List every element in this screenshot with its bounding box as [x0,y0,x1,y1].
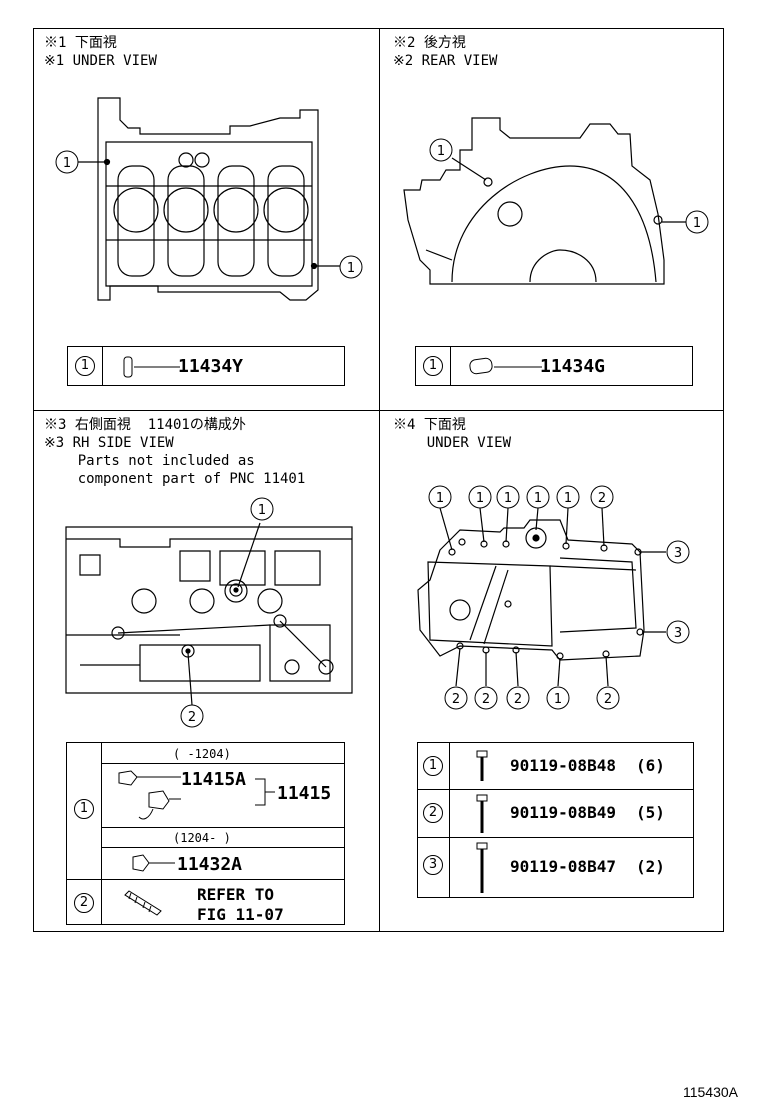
panel3-parts-table: 1 ( -1204) 11415A 11415 (1204- ) 11432A … [66,742,345,925]
dowel-pin-icon [123,356,180,378]
panel4-title-en: UNDER VIEW [393,435,512,451]
ref-number: 1 [423,756,443,776]
svg-text:2: 2 [598,491,606,506]
panel3-title-jp: ※3 右側面視 11401の構成外 [44,417,246,433]
panel1-title-jp: ※1 下面視 [44,35,117,51]
stud-bolt-icon [124,890,162,916]
oil-pressure-sender-icon [132,854,175,872]
quantity: (2) [636,857,665,876]
svg-text:1: 1 [564,491,572,506]
part-number: 11415A [181,769,247,790]
svg-text:3: 3 [674,546,682,561]
oil-pressure-switch-icon [118,770,181,820]
panel3-note-line1: Parts not included as [44,453,255,469]
panel-divider-horizontal [33,410,724,411]
part-number: 90119-08B48 [510,756,616,775]
svg-text:1: 1 [534,491,542,506]
svg-text:3: 3 [674,626,682,641]
panel3-title-en: ※3 RH SIDE VIEW [44,435,174,451]
figure-code: 115430A [682,1084,738,1100]
panel2-rear-view-drawing: 1 1 [403,117,709,285]
svg-text:1: 1 [554,692,562,707]
panel4-under-view-drawing: 1 1 1 1 1 2 3 3 2 2 2 1 2 [417,485,690,710]
ref-number: 1 [423,356,443,376]
svg-text:2: 2 [482,692,490,707]
svg-text:1: 1 [258,503,266,518]
panel4-title-jp: ※4 下面視 [393,417,466,433]
ref-number: 2 [74,893,94,913]
panel3-note-line2: component part of PNC 11401 [44,471,306,487]
svg-text:2: 2 [514,692,522,707]
panel1-under-view-drawing: 1 1 [55,97,363,301]
bolt-icon [476,794,488,833]
bolt-icon [476,750,488,781]
dowel-pin-icon [469,357,542,375]
assembly-part-number: 11415 [277,783,332,804]
part-number: 11432A [177,854,243,875]
svg-text:1: 1 [693,216,701,231]
part-number: 90119-08B49 [510,803,616,822]
callout-1: 1 [347,261,355,276]
panel-divider-vertical [379,28,380,932]
serial-range-before: ( -1204) [173,747,231,761]
ref-number: 1 [75,356,95,376]
ref-number: 1 [74,799,94,819]
part-number: 90119-08B47 [510,857,616,876]
diagram-frame [33,28,724,932]
svg-text:2: 2 [188,710,196,725]
part-number: 11434Y [178,356,244,377]
ref-number: 3 [423,855,443,875]
callout-1: 1 [63,156,71,171]
quantity: (6) [636,756,665,775]
part-number: 11434G [540,356,606,377]
svg-text:1: 1 [437,144,445,159]
ref-number: 2 [423,803,443,823]
svg-text:1: 1 [504,491,512,506]
panel2-title-en: ※2 REAR VIEW [393,53,498,69]
panel1-parts-table: 1 11434Y [67,346,345,386]
refer-fig-text: FIG 11-07 [197,905,284,924]
panel1-title-en: ※1 UNDER VIEW [44,53,157,69]
panel2-parts-table: 1 11434G [415,346,693,386]
svg-text:2: 2 [604,692,612,707]
panel3-rh-side-view-drawing: 1 2 [65,497,353,728]
refer-to-text: REFER TO [197,885,275,904]
panel2-title-jp: ※2 後方視 [393,35,466,51]
quantity: (5) [636,803,665,822]
bolt-icon [476,842,488,893]
svg-text:1: 1 [476,491,484,506]
svg-text:2: 2 [452,692,460,707]
svg-text:1: 1 [436,491,444,506]
bracket-line [255,778,275,806]
panel4-parts-table: 1 90119-08B48 (6) 2 90119-08B49 (5) 3 90… [417,742,694,898]
serial-range-after: (1204- ) [173,831,231,845]
